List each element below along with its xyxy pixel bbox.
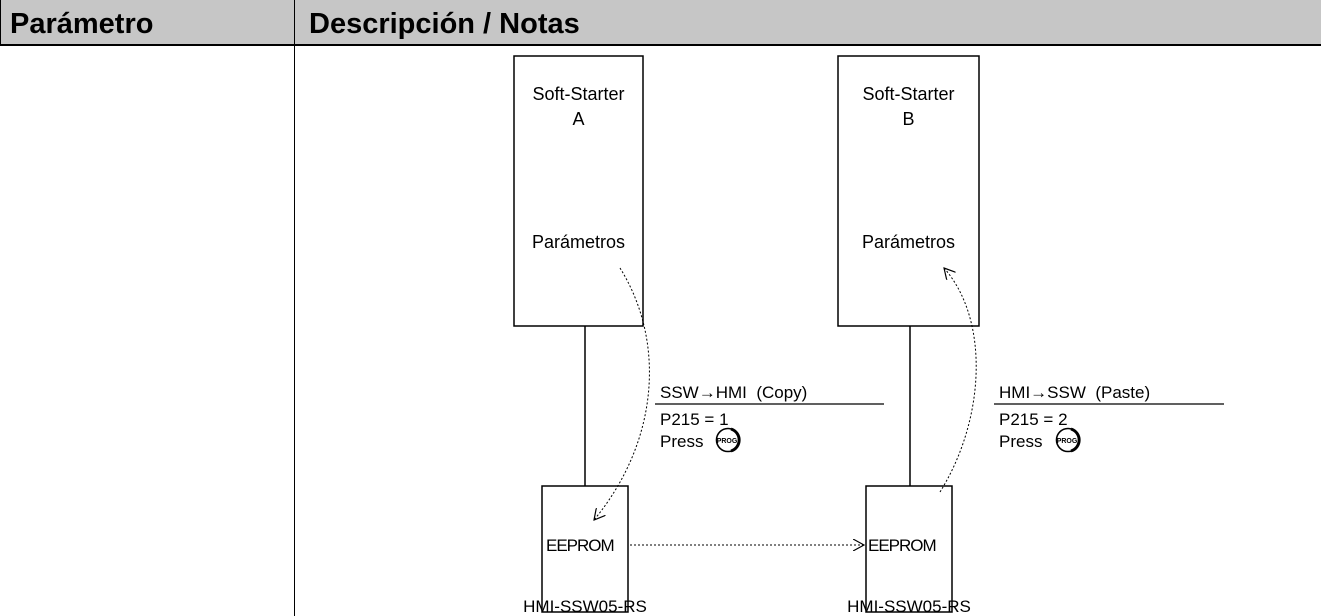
prog-key-icon: PROG — [715, 427, 741, 453]
soft-starter-b-letter: B — [902, 109, 914, 129]
hmi-b-label: HMI-SSW05-RS — [847, 597, 971, 616]
hmi-a-label: HMI-SSW05-RS — [523, 597, 647, 616]
paste-title: HMI→SSW (Paste) — [999, 383, 1150, 402]
prog-key-icon-2: PROG — [1055, 427, 1081, 453]
eeprom-b-label: EEPROM — [868, 536, 936, 555]
column-separator — [294, 46, 295, 616]
soft-starter-a-params: Parámetros — [532, 232, 625, 252]
svg-text:PROG: PROG — [1057, 438, 1078, 445]
soft-starter-b-params: Parámetros — [862, 232, 955, 252]
eeprom-a-label: EEPROM — [546, 536, 614, 555]
soft-starter-a-letter: A — [572, 109, 584, 129]
hmi-b-box — [865, 485, 953, 613]
header-left-border — [0, 0, 1, 46]
hmi-a-box — [541, 485, 629, 613]
header-column-separator — [294, 0, 295, 46]
paste-press: Press — [999, 432, 1042, 451]
soft-starter-b-box — [837, 55, 980, 327]
soft-starter-b-title: Soft-Starter — [862, 84, 954, 104]
soft-starter-a-box — [513, 55, 644, 327]
soft-starter-a-title: Soft-Starter — [532, 84, 624, 104]
copy-press: Press — [660, 432, 703, 451]
copy-param: P215 = 1 — [660, 410, 729, 429]
copy-title: SSW→HMI (Copy) — [660, 383, 807, 402]
table-header: Parámetro Descripción / Notas — [0, 0, 1321, 46]
header-descripcion: Descripción / Notas — [309, 8, 580, 40]
svg-text:PROG: PROG — [717, 438, 738, 445]
copy-arrow — [594, 267, 650, 520]
paste-param: P215 = 2 — [999, 410, 1068, 429]
header-parametro: Parámetro — [10, 8, 154, 40]
paste-arrow — [939, 268, 977, 493]
